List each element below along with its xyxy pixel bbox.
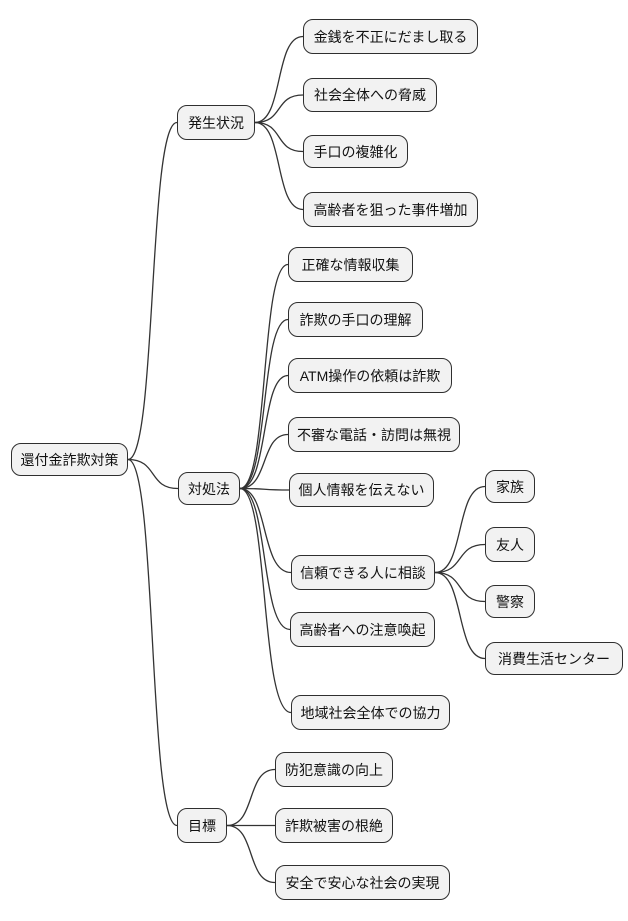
connector-countermeasures-7 bbox=[239, 487, 291, 631]
connector-occurrence-1 bbox=[254, 35, 304, 124]
node-family: 家族 bbox=[485, 470, 535, 503]
connector-countermeasures-1 bbox=[239, 263, 289, 490]
connector-goals-1 bbox=[226, 768, 276, 827]
connector-countermeasures-3 bbox=[239, 374, 289, 490]
connector-occurrence-4 bbox=[254, 121, 304, 211]
node-alert-elderly: 高齢者への注意喚起 bbox=[290, 612, 435, 647]
connector-countermeasures-2 bbox=[239, 318, 289, 490]
node-no-personal-info: 個人情報を伝えない bbox=[289, 473, 434, 507]
node-consumer-center: 消費生活センター bbox=[485, 642, 623, 675]
node-countermeasures: 対処法 bbox=[178, 472, 240, 505]
node-social-threat: 社会全体への脅威 bbox=[303, 78, 437, 112]
node-occurrence: 発生状況 bbox=[177, 105, 255, 140]
node-eradicate-fraud-damage: 詐欺被害の根絶 bbox=[275, 808, 393, 843]
node-accurate-info: 正確な情報収集 bbox=[288, 247, 413, 282]
connector-countermeasures-6 bbox=[239, 487, 292, 574]
connector-goals-3 bbox=[226, 824, 276, 884]
connector-root-goals bbox=[127, 458, 178, 827]
connector-countermeasures-5 bbox=[239, 487, 290, 491]
connector-occurrence-3 bbox=[254, 121, 304, 153]
connector-consult-1 bbox=[434, 485, 486, 574]
connector-consult-3 bbox=[434, 571, 486, 603]
node-safe-secure-society: 安全で安心な社会の実現 bbox=[275, 865, 450, 900]
node-community-cooperation: 地域社会全体での協力 bbox=[291, 695, 450, 730]
connector-root-occurrence bbox=[127, 121, 178, 461]
node-complex-tactics: 手口の複雑化 bbox=[303, 135, 408, 168]
node-root: 還付金詐欺対策 bbox=[11, 443, 128, 476]
connector-countermeasures-4 bbox=[239, 433, 289, 490]
connector-occurrence-2 bbox=[254, 94, 304, 124]
node-understand-tricks: 詐欺の手口の理解 bbox=[288, 302, 423, 337]
node-police: 警察 bbox=[485, 585, 535, 618]
connector-root-countermeasures bbox=[127, 458, 179, 490]
connector-countermeasures-8 bbox=[239, 487, 292, 714]
node-friends: 友人 bbox=[485, 527, 535, 562]
node-consult-trusted: 信頼できる人に相談 bbox=[291, 555, 435, 590]
node-goals: 目標 bbox=[177, 808, 227, 843]
node-elderly-cases-increase: 高齢者を狙った事件増加 bbox=[303, 192, 478, 227]
connector-consult-4 bbox=[434, 571, 486, 660]
node-money-scam: 金銭を不正にだまし取る bbox=[303, 19, 478, 54]
node-atm-request-fraud: ATM操作の依頼は詐欺 bbox=[288, 358, 452, 393]
connector-consult-2 bbox=[434, 543, 486, 574]
node-ignore-suspicious-calls: 不審な電話・訪問は無視 bbox=[288, 417, 460, 452]
node-crime-prevention-awareness: 防犯意識の向上 bbox=[275, 752, 393, 787]
